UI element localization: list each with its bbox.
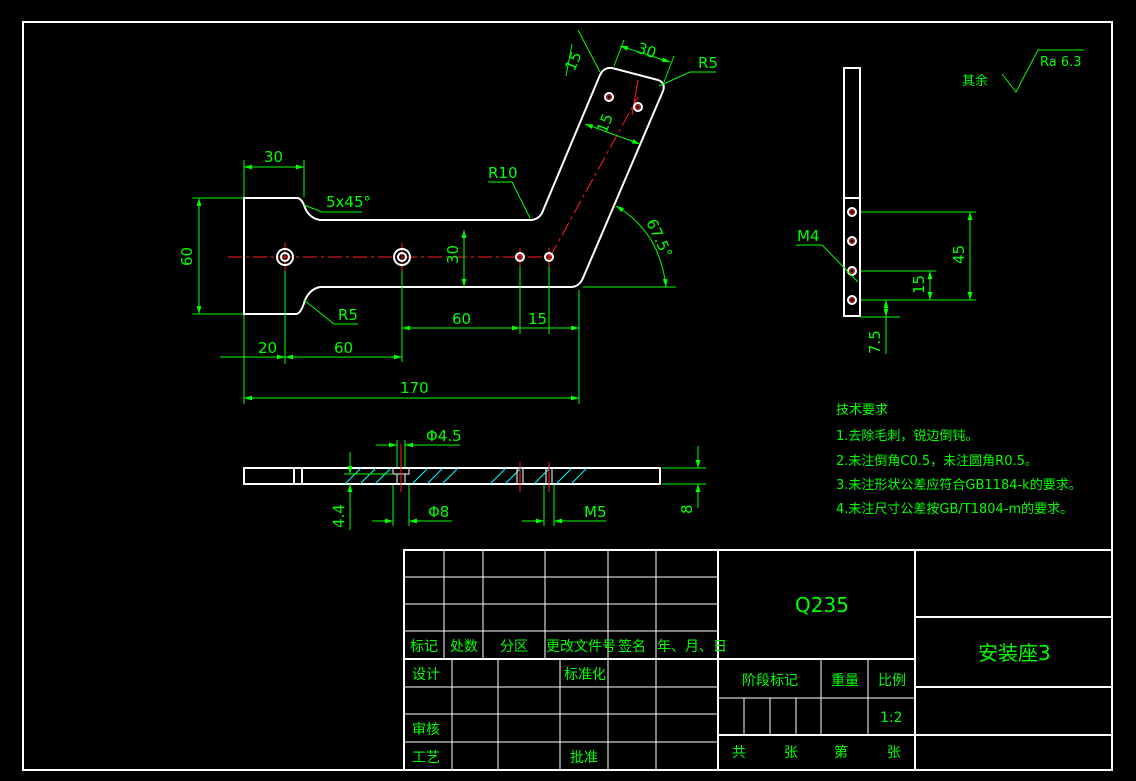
label-review: 审核 xyxy=(412,722,440,738)
dim-angle: 67.5° xyxy=(642,216,676,261)
section-view: Φ4.5 Φ8 M5 4.4 8 xyxy=(243,427,706,530)
drawing-border xyxy=(22,21,1113,771)
rev-header-signature: 签名 xyxy=(618,638,646,655)
rev-header-zone: 分区 xyxy=(500,639,528,655)
tech-item-1: 1.去除毛刺，锐边倒钝。 xyxy=(836,429,978,444)
label-weight: 重量 xyxy=(831,673,859,689)
rev-header-count: 处数 xyxy=(450,639,478,655)
tech-heading: 技术要求 xyxy=(836,403,888,418)
label-process: 工艺 xyxy=(412,750,440,766)
tech-item-4: 4.未注尺寸公差按GB/T1804-m的要求。 xyxy=(836,501,1073,517)
dim-8: 8 xyxy=(678,504,696,514)
part-name: 安装座3 xyxy=(978,641,1051,665)
sheet-unit-2: 张 xyxy=(887,745,901,761)
dim-15-arm: 15 xyxy=(593,111,617,135)
dim-75: 7.5 xyxy=(866,330,884,354)
dim-20: 20 xyxy=(258,339,277,357)
dim-chamfer: 5x45° xyxy=(326,193,371,211)
dim-45: 45 xyxy=(950,245,968,264)
label-scale: 比例 xyxy=(878,673,906,689)
surface-finish-ra: Ra 6.3 xyxy=(1040,55,1082,70)
sheet-total-label: 共 xyxy=(732,745,746,761)
dim-r10: R10 xyxy=(488,164,518,182)
dim-m5: M5 xyxy=(584,503,607,521)
dim-60-bottom: 60 xyxy=(334,339,353,357)
sheet-index-label: 第 xyxy=(834,744,848,761)
side-holes xyxy=(847,207,857,305)
surface-finish-symbol: 其余 Ra 6.3 xyxy=(962,49,1084,93)
dim-30-center: 30 xyxy=(444,245,462,264)
tech-item-3: 3.未注形状公差应符合GB1184-k的要求。 xyxy=(836,477,1082,493)
front-view: 30 5x45° 60 R5 30 R10 15 30 R5 15 xyxy=(178,29,718,404)
surface-finish-prefix: 其余 xyxy=(962,73,988,89)
label-stage-mark: 阶段标记 xyxy=(742,673,798,689)
scale-value: 1:2 xyxy=(880,710,903,726)
tech-requirements: 技术要求 1.去除毛刺，锐边倒钝。 2.未注倒角C0.5，未注圆角R0.5。 3… xyxy=(836,403,1082,517)
dim-30-top: 30 xyxy=(264,148,283,166)
dim-phi45: Φ4.5 xyxy=(426,427,462,445)
rev-header-date: 年、月、日 xyxy=(657,639,727,655)
dim-phi8: Φ8 xyxy=(428,503,449,521)
dim-60-mid: 60 xyxy=(452,310,471,328)
material: Q235 xyxy=(795,593,849,617)
label-design: 设计 xyxy=(412,667,440,683)
dim-60-height: 60 xyxy=(178,247,196,266)
label-approve: 批准 xyxy=(570,750,598,766)
title-block: Q235 安装座3 标记 处数 分区 更改文件号 签名 年、月、日 设计 标准化… xyxy=(403,549,1113,771)
rev-header-mark: 标记 xyxy=(410,639,438,655)
side-view: M4 45 15 7.5 xyxy=(796,67,976,354)
dim-r5-left: R5 xyxy=(338,306,358,324)
dim-170: 170 xyxy=(400,379,429,397)
dim-15-side: 15 xyxy=(910,275,928,294)
rev-header-change-doc: 更改文件号 xyxy=(546,639,616,655)
front-holes xyxy=(276,92,643,266)
dim-15-mid: 15 xyxy=(528,310,547,328)
dim-44: 4.4 xyxy=(330,504,348,528)
dim-m4: M4 xyxy=(797,227,820,245)
label-standardize: 标准化 xyxy=(564,667,606,683)
dim-r5-top: R5 xyxy=(698,54,718,72)
dim-15-top: 15 xyxy=(561,49,585,74)
tech-item-2: 2.未注倒角C0.5，未注圆角R0.5。 xyxy=(836,454,1038,469)
sheet-unit-1: 张 xyxy=(784,745,798,761)
dim-30-arm: 30 xyxy=(635,39,659,62)
part-outline xyxy=(243,66,665,315)
